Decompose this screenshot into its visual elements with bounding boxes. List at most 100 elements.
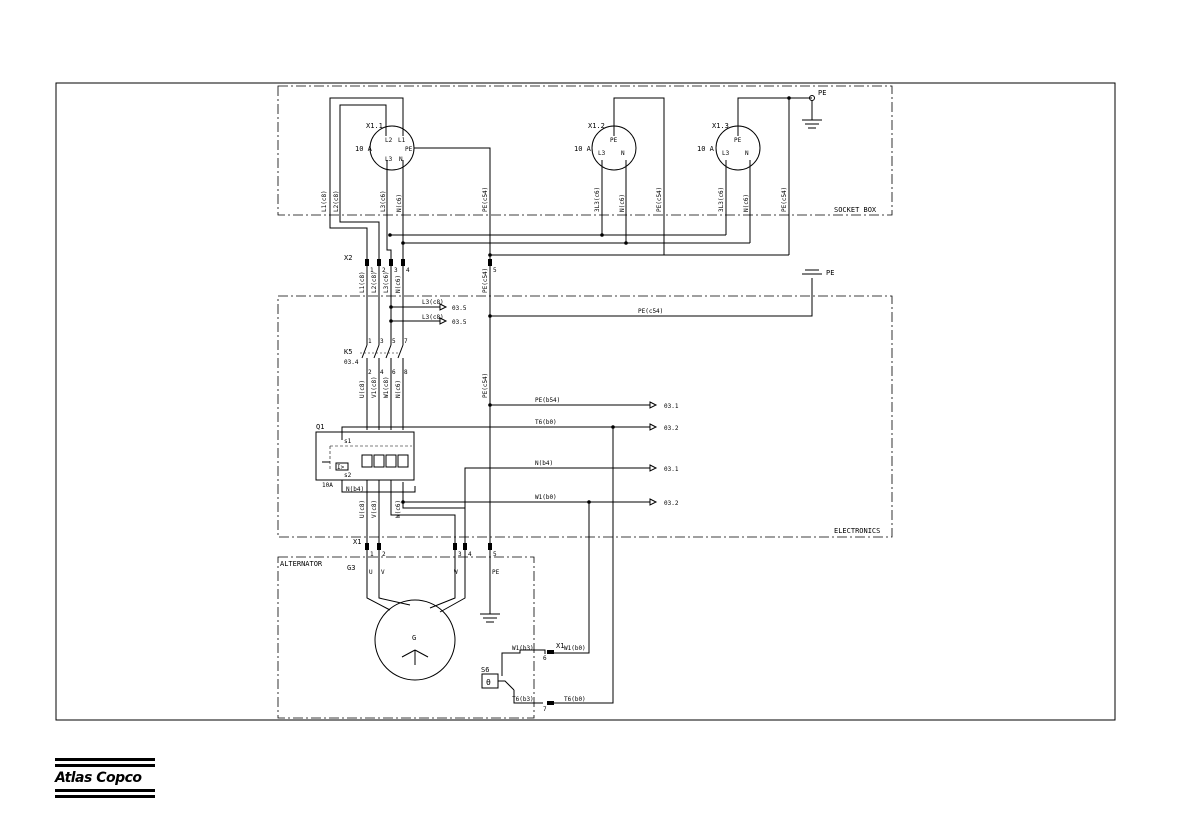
socket-box-enclosure	[277, 85, 893, 216]
svg-text:8: 8	[404, 369, 408, 376]
svg-text:T6(b0): T6(b0)	[564, 696, 586, 703]
svg-text:PE: PE	[818, 89, 826, 97]
svg-text:U(c8): U(c8)	[359, 500, 366, 518]
svg-text:PE(c54): PE(c54)	[638, 308, 663, 315]
svg-text:U(c8): U(c8)	[359, 380, 366, 398]
svg-text:4: 4	[468, 551, 472, 558]
svg-text:03.2: 03.2	[664, 425, 679, 432]
svg-text:L3(c6): L3(c6)	[380, 190, 387, 212]
svg-text:2: 2	[382, 267, 386, 274]
svg-text:L3: L3	[385, 156, 393, 163]
svg-text:3: 3	[458, 551, 462, 558]
svg-text:6: 6	[392, 369, 396, 376]
alternator-g3: G3 U V W PE G	[347, 550, 500, 681]
svg-text:PE(c54): PE(c54)	[482, 373, 489, 398]
svg-text:2: 2	[368, 369, 372, 376]
svg-text:S6: S6	[481, 666, 489, 674]
svg-text:4: 4	[380, 369, 384, 376]
thermal-switch-s6: S6 θ X1 6 7 W1(b3) W1(b0) T6(b3) T6(b0)	[481, 642, 586, 713]
svg-text:N: N	[399, 156, 403, 163]
svg-text:PE(c54): PE(c54)	[482, 187, 489, 212]
svg-text:L3: L3	[598, 150, 606, 157]
svg-text:3: 3	[380, 338, 384, 345]
svg-text:3: 3	[394, 267, 398, 274]
svg-text:L2: L2	[385, 137, 393, 144]
svg-text:X1.1: X1.1	[366, 122, 383, 130]
svg-text:L1(c8): L1(c8)	[321, 190, 328, 212]
svg-text:03.1: 03.1	[664, 466, 679, 473]
svg-text:03.5: 03.5	[452, 305, 467, 312]
svg-text:W1(b0): W1(b0)	[564, 645, 586, 652]
svg-text:s2: s2	[344, 472, 352, 479]
svg-text:N(b4): N(b4)	[346, 486, 364, 493]
svg-text:L3(c8): L3(c8)	[422, 299, 444, 306]
svg-text:PE: PE	[734, 137, 742, 144]
svg-text:L2(c8): L2(c8)	[333, 190, 340, 212]
svg-text:N: N	[621, 150, 625, 157]
svg-text:2: 2	[382, 551, 386, 558]
svg-text:10A: 10A	[322, 482, 333, 489]
svg-text:7: 7	[543, 706, 547, 713]
svg-text:X1: X1	[353, 538, 361, 546]
svg-text:s1: s1	[344, 438, 352, 445]
svg-text:X1.3: X1.3	[712, 122, 729, 130]
svg-text:N(b4): N(b4)	[535, 460, 553, 467]
svg-text:W: W	[454, 569, 458, 576]
svg-text:03.4: 03.4	[344, 359, 359, 366]
contactor-k5: K5 03.4 1 3 5 7 2 4 6 8 U(c8) V1(c8) W1(…	[344, 338, 408, 430]
svg-text:3L3(c6): 3L3(c6)	[594, 187, 601, 212]
svg-text:10 A: 10 A	[574, 145, 592, 153]
svg-text:G3: G3	[347, 564, 355, 572]
atlas-copco-logo: Atlas Copco	[55, 758, 155, 801]
svg-text:10 A: 10 A	[355, 145, 373, 153]
drawing-frame	[55, 82, 1116, 721]
brand-name: Atlas Copco	[55, 770, 142, 786]
svg-text:T6(b0): T6(b0)	[535, 419, 557, 426]
electronics-enclosure	[277, 295, 893, 538]
svg-text:PE: PE	[610, 137, 618, 144]
svg-text:5: 5	[493, 551, 497, 558]
svg-text:PE(c54): PE(c54)	[781, 187, 788, 212]
socket-wire-labels: L1(c8) L2(c8) L3(c6) N(c6) PE(c54) 3L3(c…	[321, 187, 788, 212]
svg-text:6: 6	[543, 655, 547, 662]
alternator-label: ALTERNATOR	[280, 560, 323, 568]
socket-box-label: SOCKET BOX	[834, 206, 877, 214]
svg-text:N(c6): N(c6)	[395, 275, 402, 293]
svg-text:PE(c54): PE(c54)	[656, 187, 663, 212]
svg-text:L2(c8): L2(c8)	[371, 271, 378, 293]
svg-text:1: 1	[370, 551, 374, 558]
svg-text:G: G	[412, 634, 416, 642]
svg-text:03.1: 03.1	[664, 403, 679, 410]
svg-text:W1(b3): W1(b3)	[512, 645, 534, 652]
svg-text:K5: K5	[344, 348, 352, 356]
svg-text:5: 5	[493, 267, 497, 274]
svg-text:10 A: 10 A	[697, 145, 715, 153]
socket-box-wiring: PE	[329, 89, 826, 262]
svg-text:03.2: 03.2	[664, 500, 679, 507]
svg-text:X2: X2	[344, 254, 352, 262]
svg-text:N(c6): N(c6)	[743, 194, 750, 212]
svg-text:PE(b54): PE(b54)	[535, 397, 560, 404]
electronics-label: ELECTRONICS	[834, 527, 880, 535]
socket-x1-2: X1.2 10 A PE L3 N	[574, 122, 637, 171]
svg-text:W1(b0): W1(b0)	[535, 494, 557, 501]
svg-text:V(c8): V(c8)	[371, 500, 378, 518]
svg-text:I>: I>	[337, 464, 345, 471]
svg-text:3L3(c6): 3L3(c6)	[718, 187, 725, 212]
svg-text:Q1: Q1	[316, 423, 324, 431]
svg-text:N: N	[745, 150, 749, 157]
svg-text:W(c6): W(c6)	[395, 500, 402, 518]
signal-lines: PE(b54) 03.1 T6(b0) 03.2 N(b4) 03.1 W1(b…	[341, 397, 679, 704]
svg-text:1: 1	[368, 338, 372, 345]
main-wiring: L3(c8) L3(c8) 03.5 03.5 PE(c54) PE L1(c8…	[359, 266, 834, 543]
svg-text:U: U	[369, 569, 373, 576]
svg-text:V: V	[381, 569, 385, 576]
svg-text:L3(c8): L3(c8)	[422, 314, 444, 321]
svg-text:X1.2: X1.2	[588, 122, 605, 130]
svg-text:V1(c8): V1(c8)	[371, 376, 378, 398]
svg-text:L1: L1	[398, 137, 406, 144]
breaker-q1: Q1 s1 s2 I> 10A N(b4) U(c8) V(c8) W(c6)	[315, 423, 465, 543]
svg-text:4: 4	[406, 267, 410, 274]
svg-text:5: 5	[392, 338, 396, 345]
svg-text:PE: PE	[492, 569, 500, 576]
